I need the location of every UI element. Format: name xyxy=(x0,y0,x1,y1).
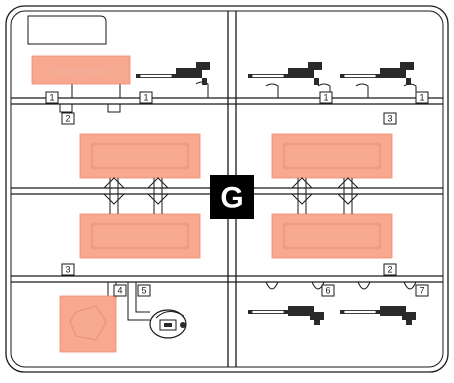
svg-text:1: 1 xyxy=(323,93,328,103)
machine-gun-part-4 xyxy=(248,306,324,325)
top-right-stubs xyxy=(265,83,417,98)
svg-text:3: 3 xyxy=(65,265,70,275)
part-top-left-plate xyxy=(31,55,131,85)
middle-stubs xyxy=(103,177,359,214)
svg-text:1: 1 xyxy=(49,93,54,103)
svg-text:1: 1 xyxy=(419,93,424,103)
part-number-7: 7 xyxy=(415,284,429,297)
part-plate-upper-right xyxy=(271,133,393,179)
part-plate-upper-left xyxy=(79,133,201,179)
part-number-3-top: 3 xyxy=(383,112,397,125)
runner-horizontal-top xyxy=(11,97,443,105)
sprue-letter-box xyxy=(210,175,254,219)
svg-text:6: 6 xyxy=(325,286,330,296)
sprue-letter: G xyxy=(220,182,243,215)
machine-gun-part-2 xyxy=(248,62,322,85)
part-number-1b: 1 xyxy=(139,91,153,104)
runner-horizontal-bottom xyxy=(11,275,443,283)
machine-gun-part-5 xyxy=(340,306,416,325)
sprue-inner-frame xyxy=(10,10,444,368)
part-number-2-top: 2 xyxy=(61,112,75,125)
part-number-6: 6 xyxy=(321,284,335,297)
svg-text:2: 2 xyxy=(387,265,392,275)
svg-text:5: 5 xyxy=(141,286,146,296)
part-number-5: 5 xyxy=(137,284,151,297)
sprue-outer-frame xyxy=(5,5,449,373)
runner-horizontal-middle xyxy=(11,187,443,195)
svg-text:4: 4 xyxy=(117,286,122,296)
svg-text:7: 7 xyxy=(419,286,424,296)
part-plate-lower-left xyxy=(79,213,201,259)
svg-text:2: 2 xyxy=(65,114,70,124)
top-left-stubs xyxy=(59,81,209,113)
part-number-1d: 1 xyxy=(415,91,429,104)
svg-text:3: 3 xyxy=(387,114,392,124)
part-ammo-drum xyxy=(149,309,187,339)
part-number-1c: 1 xyxy=(319,91,333,104)
svg-text:1: 1 xyxy=(143,93,148,103)
part-number-1a: 1 xyxy=(45,91,59,104)
machine-gun-part-3 xyxy=(340,62,414,85)
machine-gun-part-1 xyxy=(136,62,210,85)
part-plate-bottom-left xyxy=(59,295,117,353)
part-number-4: 4 xyxy=(113,284,127,297)
part-number-3-bottom: 3 xyxy=(61,263,75,276)
sprue-tab xyxy=(27,15,107,45)
part-faded-label: SNAKE MG COVER xyxy=(53,70,108,76)
part-number-2-bottom: 2 xyxy=(383,263,397,276)
part-plate-lower-right xyxy=(271,213,393,259)
